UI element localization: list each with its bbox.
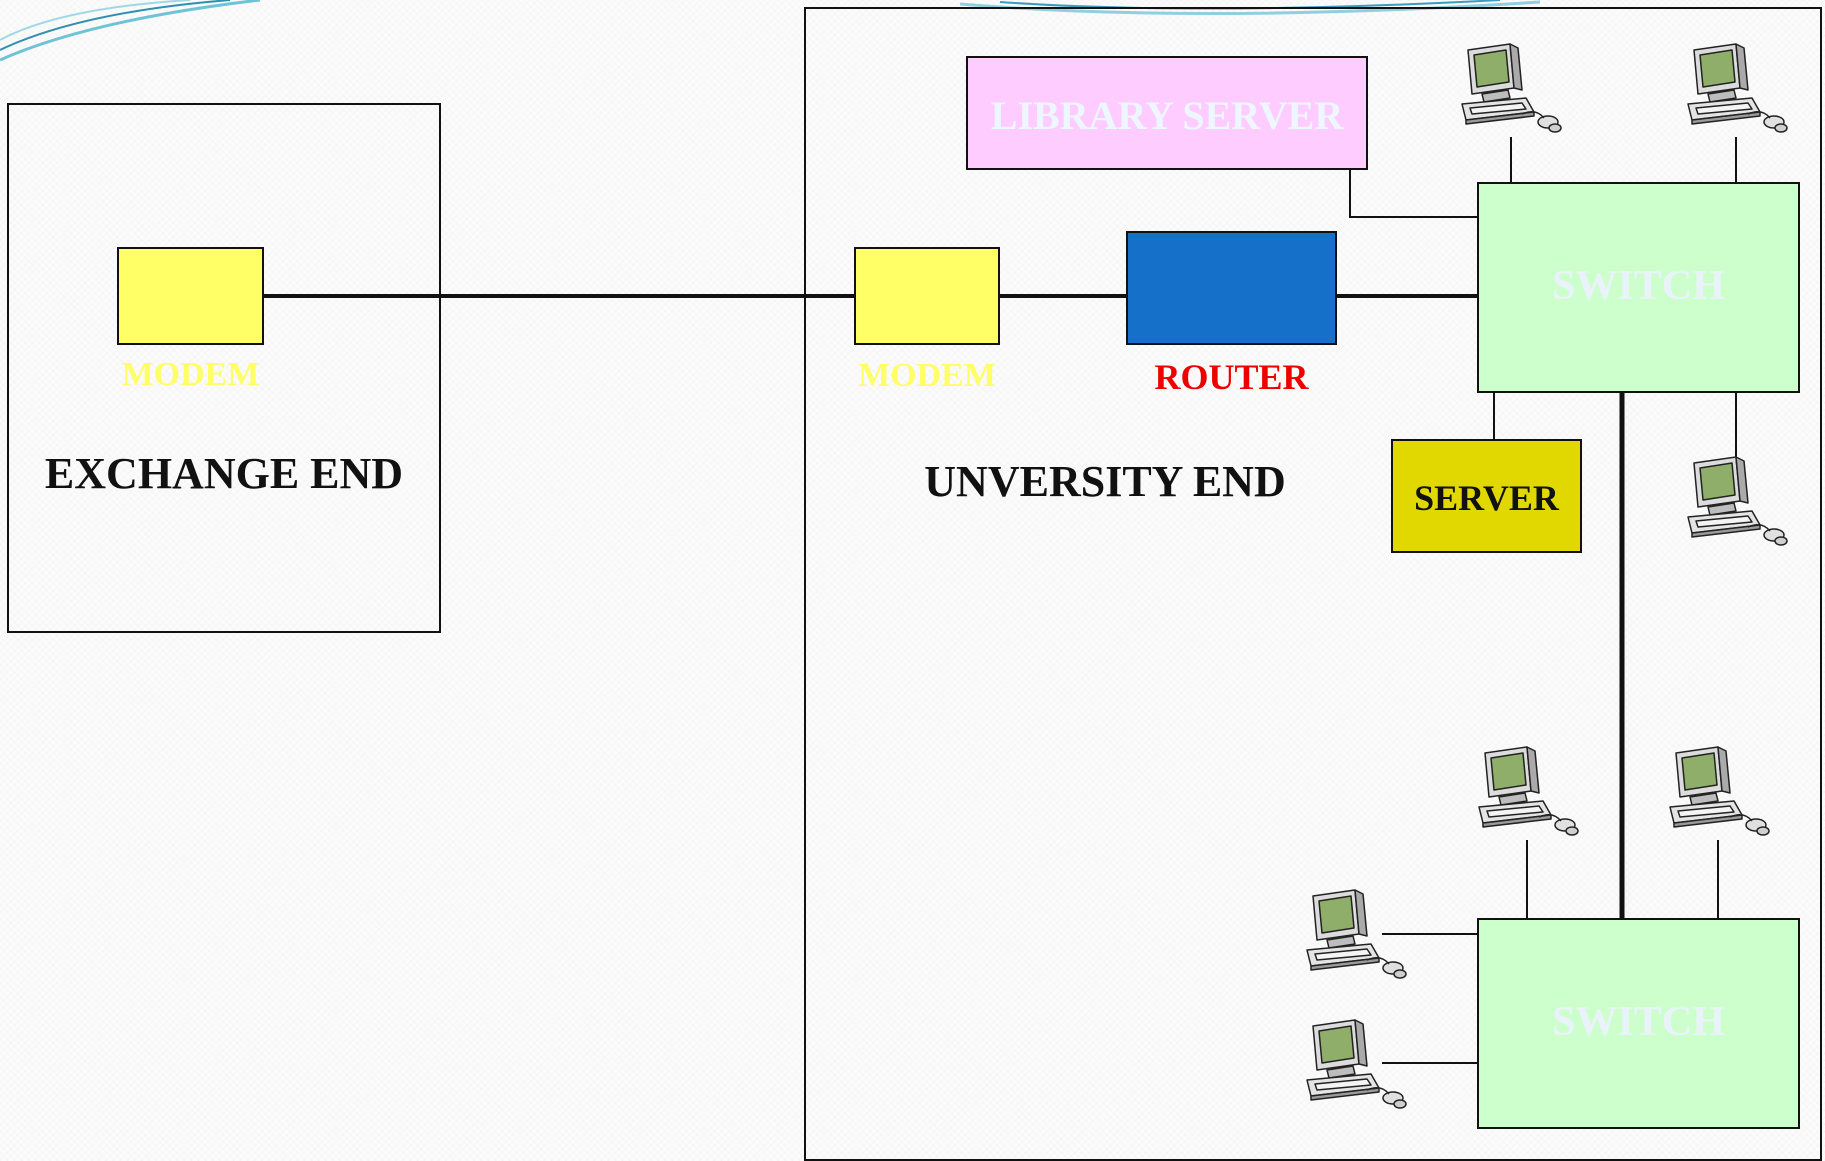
- switch-top-label: SWITCH: [1477, 262, 1800, 310]
- exchange-modem-box: [117, 247, 264, 345]
- router-label: ROUTER: [1126, 356, 1337, 398]
- desktop-computer-icon: [1469, 745, 1589, 845]
- link-library-server-to-switch: [1350, 168, 1479, 217]
- university-modem-box: [854, 247, 1000, 345]
- desktop-computer-icon: [1297, 1018, 1417, 1118]
- switch-bottom-label: SWITCH: [1477, 998, 1800, 1046]
- desktop-computer-icon: [1297, 888, 1417, 988]
- library-server-label: LIBRARY SERVER: [966, 92, 1368, 139]
- desktop-computer-icon: [1660, 745, 1780, 845]
- desktop-computer-icon: [1678, 455, 1798, 555]
- desktop-computer-icon: [1678, 42, 1798, 142]
- desktop-computer-icon: [1452, 42, 1572, 142]
- server-label: SERVER: [1391, 477, 1582, 519]
- router-box: [1126, 231, 1337, 345]
- exchange-modem-label: MODEM: [97, 356, 284, 394]
- university-modem-label: MODEM: [830, 357, 1024, 395]
